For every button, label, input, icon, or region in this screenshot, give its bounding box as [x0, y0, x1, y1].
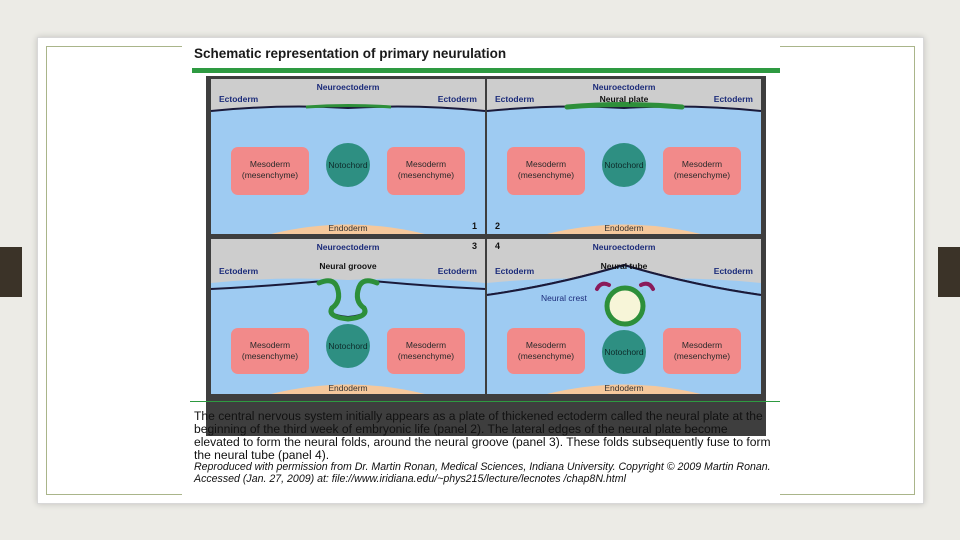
feature-label-neural_groove: Neural groove	[319, 261, 376, 271]
mesoderm-block-right	[663, 328, 741, 374]
neural-crest-right	[639, 281, 655, 291]
neural-groove-shape	[316, 278, 380, 322]
neuroectoderm-label: Neuroectoderm	[317, 82, 380, 92]
title-rule	[192, 68, 780, 73]
figure-caption: The central nervous system initially app…	[194, 409, 771, 462]
panel-number-4: 4	[495, 241, 500, 251]
mesenchyme-label: (mesenchyme)	[398, 170, 454, 180]
notochord-shape	[602, 143, 646, 187]
mesenchyme-label: (mesenchyme)	[518, 351, 574, 361]
mesoderm-label: Mesoderm	[406, 340, 446, 350]
ectoderm-label-left: Ectoderm	[495, 266, 535, 276]
feature-label-neural_plate: Neural plate	[600, 94, 649, 104]
neuroectoderm-label: Neuroectoderm	[593, 82, 656, 92]
mesoderm-block-left	[507, 147, 585, 195]
caption-rule	[190, 401, 780, 402]
mesoderm-label: Mesoderm	[526, 340, 566, 350]
endoderm-region	[547, 384, 701, 394]
neurulation-figure: Schematic representation of primary neur…	[182, 41, 780, 499]
left-edge-tab	[0, 247, 22, 297]
endoderm-region	[271, 384, 425, 394]
ectoderm-label-left: Ectoderm	[495, 94, 535, 104]
ectoderm-label-right: Ectoderm	[438, 94, 478, 104]
mesoderm-label: Mesoderm	[406, 159, 446, 169]
neurulation-diagram: EndodermMesoderm(mesenchyme)Mesoderm(mes…	[210, 79, 762, 394]
panel-4: Neural crestEndodermMesoderm(mesenchyme)…	[486, 239, 762, 394]
figure-credit: Reproduced with permission from Dr. Mart…	[194, 461, 771, 485]
mesoderm-label: Mesoderm	[250, 340, 290, 350]
mesoderm-block-right	[387, 328, 465, 374]
right-edge-tab	[938, 247, 960, 297]
notochord-label: Notochord	[604, 160, 643, 170]
panel-2: EndodermMesoderm(mesenchyme)Mesoderm(mes…	[486, 79, 762, 234]
mesoderm-block-right	[663, 147, 741, 195]
endoderm-label: Endoderm	[328, 223, 367, 233]
panel-number-3: 3	[472, 241, 477, 251]
endoderm-region	[271, 224, 425, 234]
endoderm-label: Endoderm	[604, 383, 643, 393]
ectoderm-label-left: Ectoderm	[219, 94, 259, 104]
notochord-label: Notochord	[604, 347, 643, 357]
ectoderm-label-right: Ectoderm	[438, 266, 478, 276]
neural-crest-label: Neural crest	[541, 293, 587, 303]
ectoderm-line	[210, 105, 486, 112]
neural-plate-shape	[564, 102, 685, 110]
mesoderm-block-left	[231, 147, 309, 195]
panel-number-1: 1	[472, 221, 477, 231]
notochord-label: Notochord	[328, 341, 367, 351]
neuroectoderm-band	[305, 104, 392, 109]
mesoderm-block-left	[507, 328, 585, 374]
endoderm-region	[547, 224, 701, 234]
ectoderm-label-right: Ectoderm	[714, 94, 754, 104]
mesenchyme-label: (mesenchyme)	[674, 170, 730, 180]
ectoderm-label-left: Ectoderm	[219, 266, 259, 276]
ectoderm-label-right: Ectoderm	[714, 266, 754, 276]
notochord-label: Notochord	[328, 160, 367, 170]
endoderm-label: Endoderm	[604, 223, 643, 233]
panel-number-2: 2	[495, 221, 500, 231]
feature-label-neural_tube: Neural tube	[601, 261, 648, 271]
ectoderm-line	[486, 105, 762, 112]
mesoderm-label: Mesoderm	[526, 159, 566, 169]
mesoderm-block-right	[387, 147, 465, 195]
ectoderm-line-upper	[486, 263, 762, 296]
mesoderm-block-left	[231, 328, 309, 374]
figure-title: Schematic representation of primary neur…	[194, 46, 507, 61]
endoderm-label: Endoderm	[328, 383, 367, 393]
panel-3: EndodermMesoderm(mesenchyme)Mesoderm(mes…	[210, 239, 486, 394]
mesenchyme-label: (mesenchyme)	[518, 170, 574, 180]
mesoderm-label: Mesoderm	[250, 159, 290, 169]
mesenchyme-label: (mesenchyme)	[242, 351, 298, 361]
neural-crest-left	[595, 281, 611, 291]
notochord-shape	[602, 330, 646, 374]
notochord-shape	[326, 324, 370, 368]
panel-1: EndodermMesoderm(mesenchyme)Mesoderm(mes…	[210, 79, 486, 234]
mesenchyme-label: (mesenchyme)	[674, 351, 730, 361]
mesenchyme-label: (mesenchyme)	[242, 170, 298, 180]
neuroectoderm-label: Neuroectoderm	[593, 242, 656, 252]
neural-tube-shape	[604, 285, 646, 327]
mesenchyme-label: (mesenchyme)	[398, 351, 454, 361]
mesoderm-label: Mesoderm	[682, 340, 722, 350]
notochord-shape	[326, 143, 370, 187]
neuroectoderm-label: Neuroectoderm	[317, 242, 380, 252]
mesoderm-label: Mesoderm	[682, 159, 722, 169]
